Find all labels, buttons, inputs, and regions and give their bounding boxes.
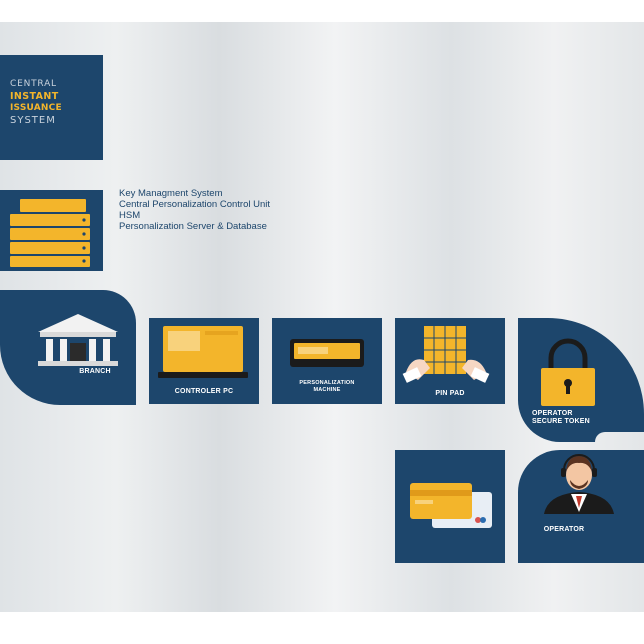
list-item: Central Personalization Control Unit: [119, 199, 271, 210]
controller-pc-label: CONTROLER PC: [174, 388, 234, 395]
list-item: Personalization Server & Database: [119, 221, 267, 232]
operator-curve-tile: [518, 450, 644, 563]
personalization-machine-label: PERSONALIZATION MACHINE: [272, 380, 382, 394]
system-title-box: CENTRAL INSTANT ISSUANCE SYSTEM: [0, 55, 103, 160]
server-component-list: Key Managment System Central Personaliza…: [119, 188, 270, 232]
cards-tile: [395, 450, 505, 563]
personalization-machine-label-line2: MACHINE: [313, 387, 341, 393]
server-tile: [0, 190, 103, 271]
pin-pad-label: PIN PAD: [435, 390, 465, 397]
title-line-system: SYSTEM: [10, 115, 56, 126]
list-item: HSM: [119, 210, 141, 221]
branch-label: BRANCH: [79, 368, 111, 375]
operator-label: OPERATOR: [543, 526, 585, 533]
title-line-central: CENTRAL: [10, 79, 57, 89]
title-line-instant: INSTANT: [10, 91, 59, 102]
secure-token-label: OPERATOR SECURE TOKEN: [532, 410, 644, 426]
personalization-machine-label-line1: PERSONALIZATION: [299, 380, 355, 386]
secure-token-label-line1: OPERATOR: [532, 410, 573, 417]
secure-token-label-line2: SECURE TOKEN: [532, 418, 590, 425]
list-item: Key Managment System: [119, 188, 223, 199]
branch-curve-tile: [0, 290, 136, 405]
title-line-issuance: ISSUANCE: [10, 103, 62, 113]
